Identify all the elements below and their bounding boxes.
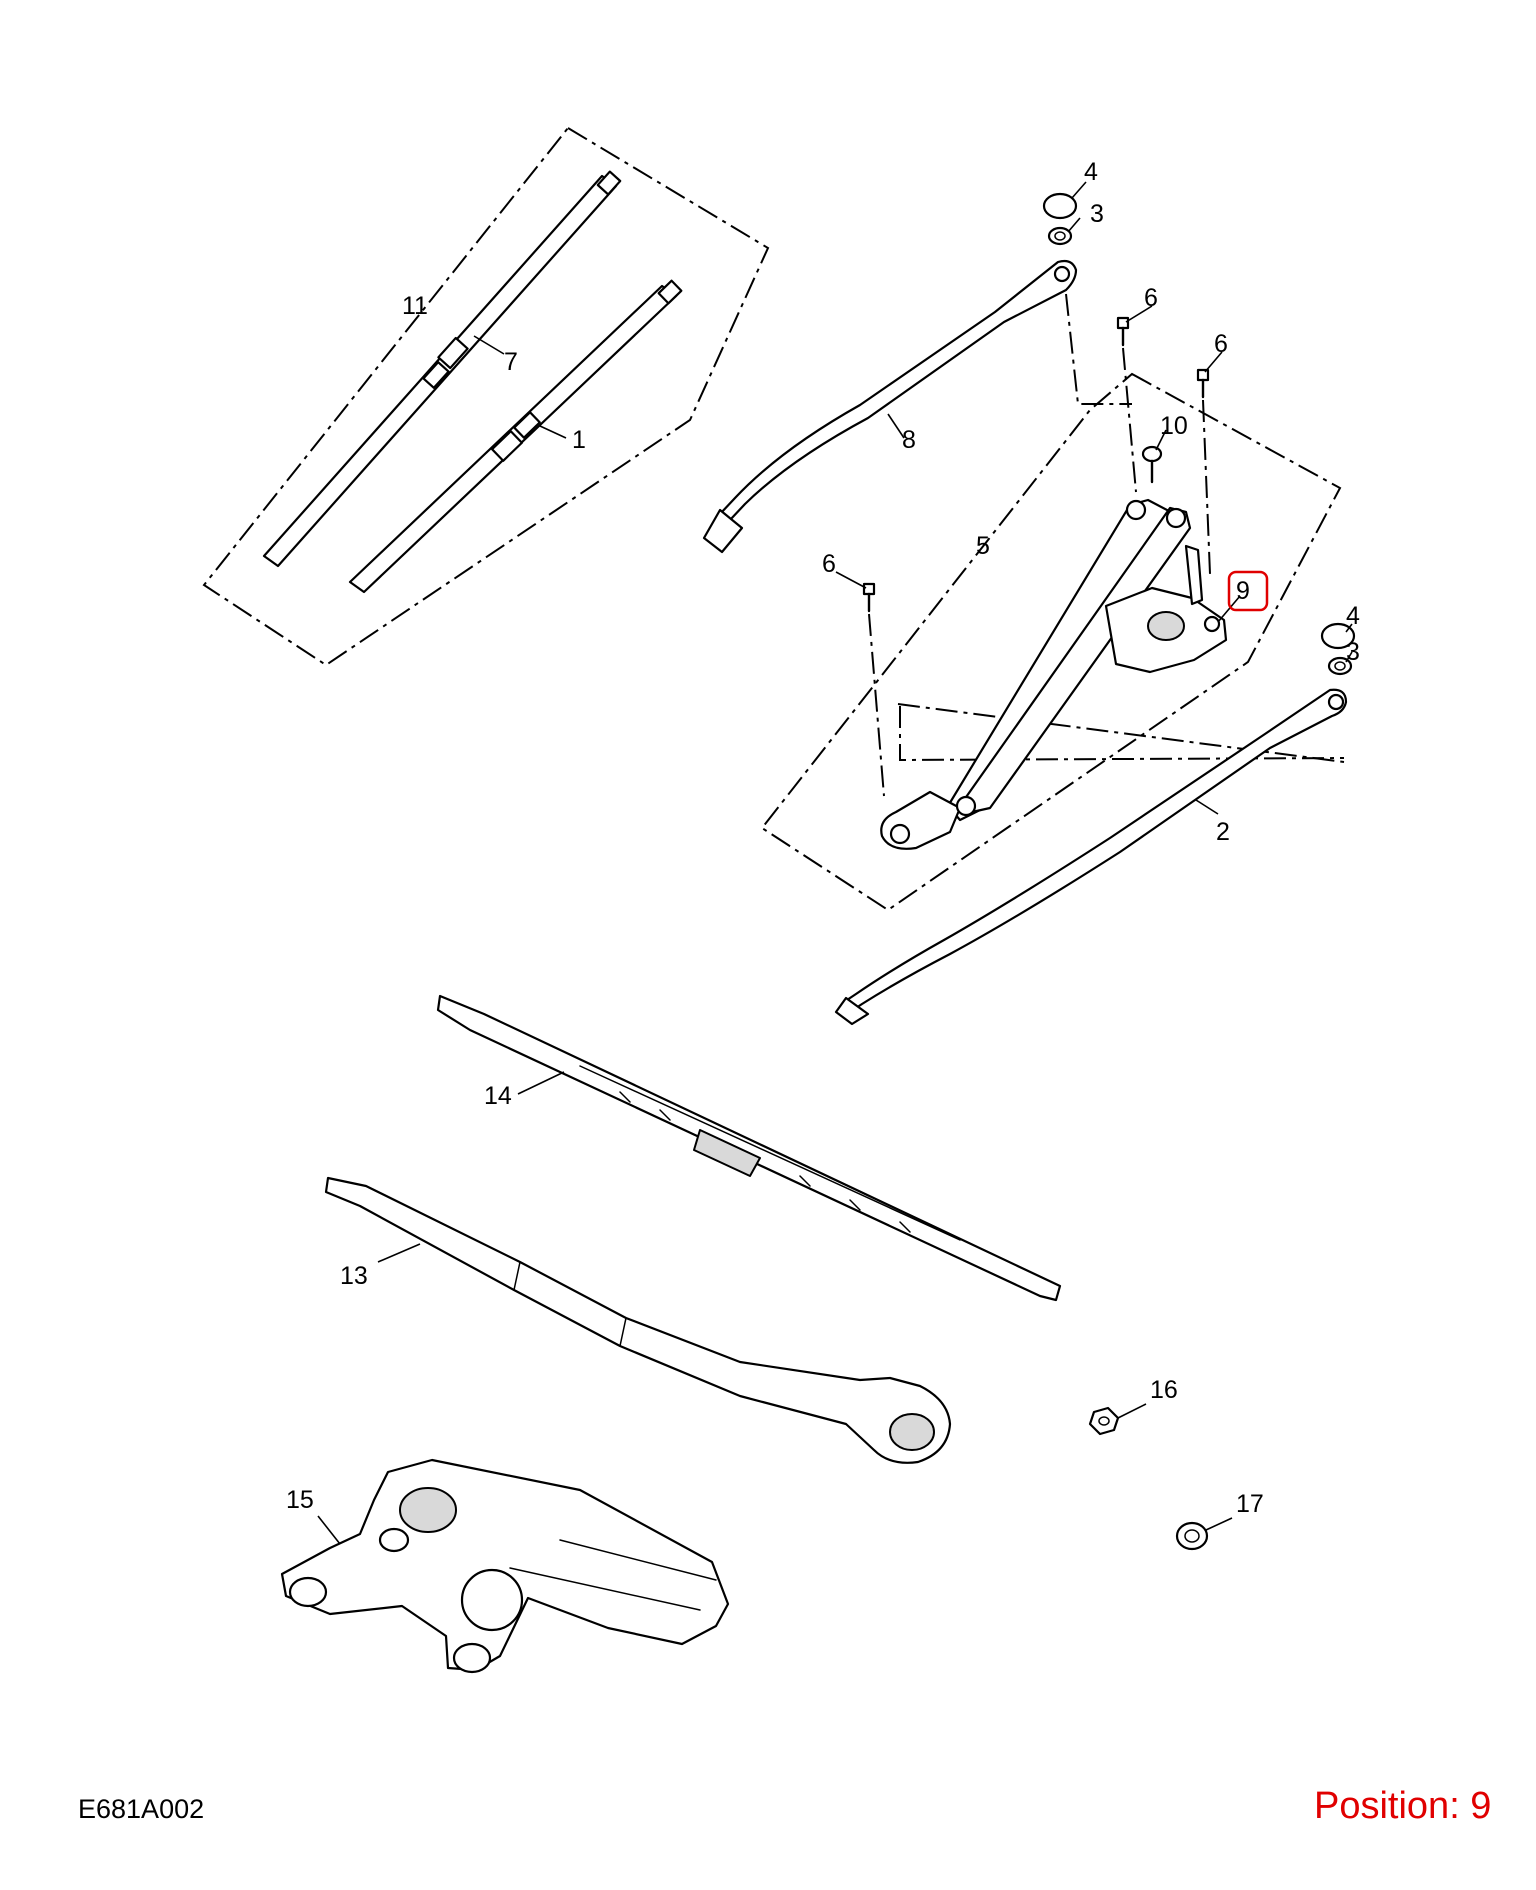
callout-10[interactable]: 10 <box>1160 412 1188 440</box>
screw-6-left[interactable] <box>862 582 876 613</box>
callout-labels: 4 3 11 7 1 6 6 10 8 5 6 9 4 3 2 14 13 15… <box>286 158 1360 1518</box>
callout-4-lower[interactable]: 4 <box>1346 602 1360 630</box>
wiper-blade-7[interactable] <box>262 170 622 568</box>
callout-11[interactable]: 11 <box>402 292 428 320</box>
screw-6-right[interactable] <box>1196 368 1210 399</box>
position-label: Position: 9 <box>1314 1785 1492 1827</box>
wiper-linkage-5[interactable] <box>880 498 1192 850</box>
callout-2[interactable]: 2 <box>1216 818 1230 846</box>
linkage-group-outline <box>760 372 1342 912</box>
cap-4-upper[interactable] <box>1042 192 1078 220</box>
leader-lines <box>317 181 1353 1545</box>
diagram-code: E681A002 <box>78 1794 205 1824</box>
nut-3-upper[interactable] <box>1047 226 1073 246</box>
callout-4-upper[interactable]: 4 <box>1084 158 1098 186</box>
rear-wiper-motor-15[interactable] <box>280 1458 730 1674</box>
callout-17[interactable]: 17 <box>1236 1490 1264 1518</box>
nut-3-lower[interactable] <box>1327 656 1353 676</box>
rear-wiper-arm-13[interactable] <box>324 1176 952 1464</box>
rear-wiper-blade-14[interactable] <box>436 994 1062 1302</box>
screw-6-top[interactable] <box>1116 316 1130 347</box>
position-highlight-box <box>1227 570 1269 612</box>
callout-3-upper[interactable]: 3 <box>1090 200 1104 228</box>
cap-4-lower[interactable] <box>1320 622 1356 650</box>
washer-17[interactable] <box>1175 1521 1209 1551</box>
callout-13[interactable]: 13 <box>340 1262 368 1290</box>
screw-path-6-left <box>868 613 885 797</box>
callout-6-top[interactable]: 6 <box>1144 284 1158 312</box>
wiper-arm-2[interactable] <box>834 688 1348 1026</box>
assembly-dash-lines-2 <box>899 706 1345 762</box>
wiper-motor-9[interactable] <box>1104 544 1228 674</box>
screw-path-6-top <box>1122 347 1137 493</box>
callout-6-left[interactable]: 6 <box>822 550 836 578</box>
bolt-10[interactable] <box>1141 445 1163 484</box>
callout-1[interactable]: 1 <box>572 426 586 454</box>
callout-6-right[interactable]: 6 <box>1214 330 1228 358</box>
blade-group-outline <box>202 126 770 667</box>
callout-15[interactable]: 15 <box>286 1486 314 1514</box>
callout-14[interactable]: 14 <box>484 1082 512 1110</box>
callout-3-lower[interactable]: 3 <box>1346 638 1360 666</box>
callout-16[interactable]: 16 <box>1150 1376 1178 1404</box>
nut-16[interactable] <box>1088 1406 1120 1436</box>
callout-5[interactable]: 5 <box>976 532 990 560</box>
wiper-blade-1[interactable] <box>348 279 683 594</box>
callout-8[interactable]: 8 <box>902 426 916 454</box>
callout-7[interactable]: 7 <box>504 348 518 376</box>
wiper-arm-8[interactable] <box>702 259 1078 554</box>
callout-9[interactable]: 9 <box>1236 577 1250 605</box>
screw-path-6-right <box>1202 399 1211 575</box>
